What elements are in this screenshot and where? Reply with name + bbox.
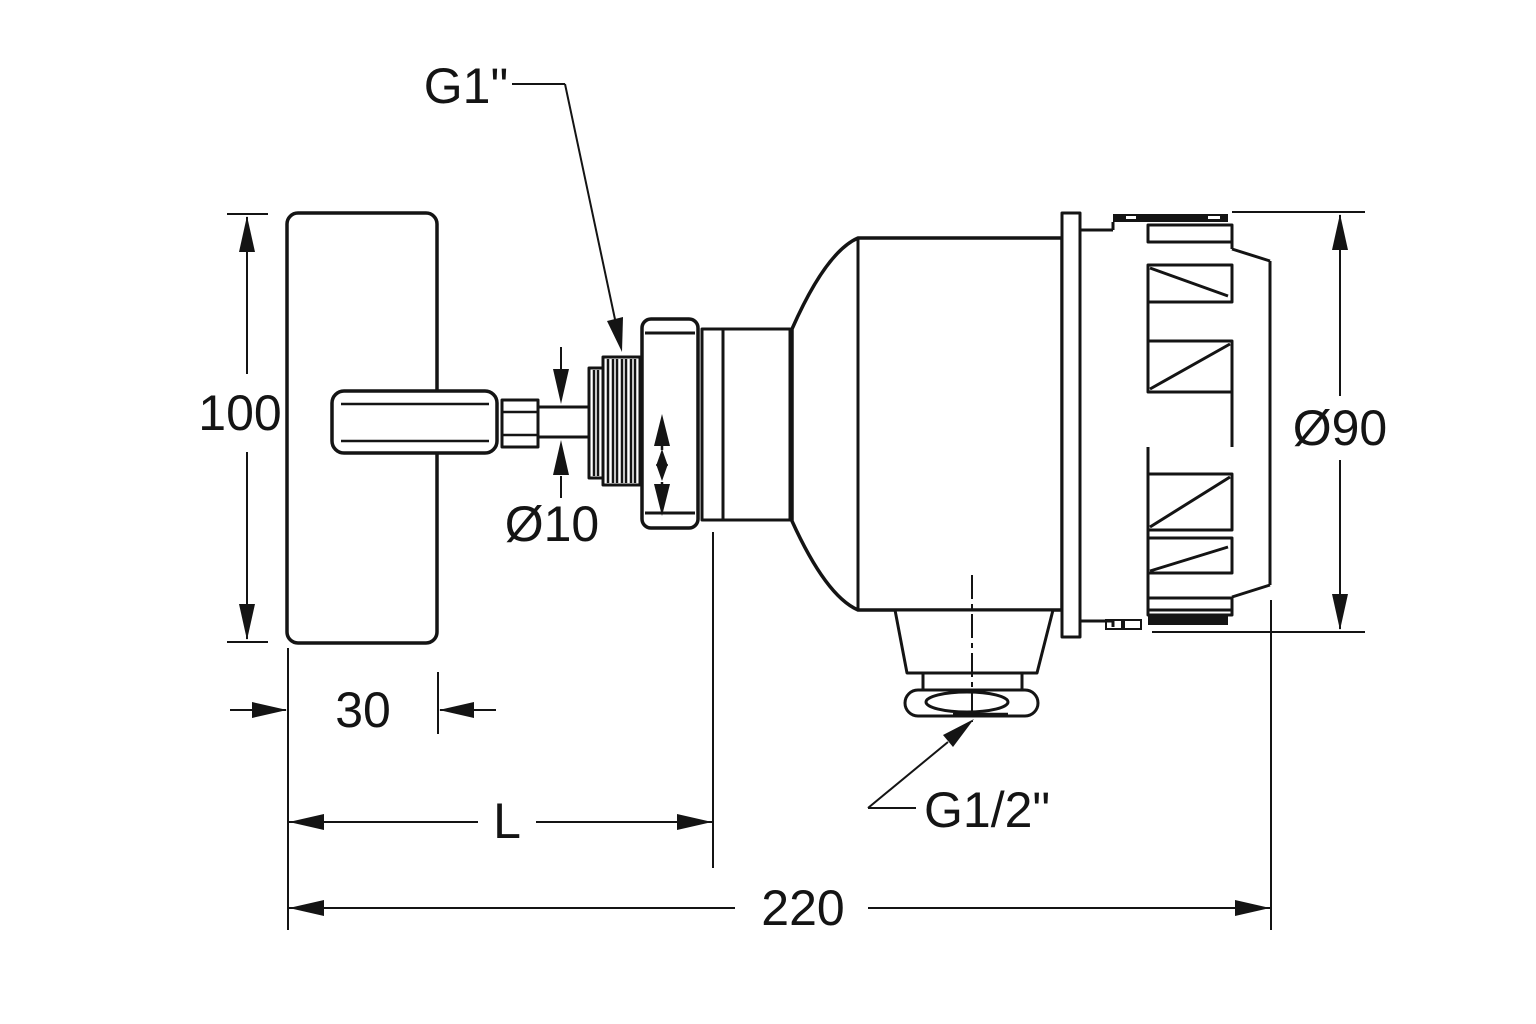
dim-label-thread-size: G1" (424, 58, 508, 114)
label-cable-gland: G1/2" (867, 719, 1050, 838)
dim-insertion-length: L (288, 532, 714, 868)
dim-label-cable-gland: G1/2" (924, 782, 1050, 838)
dim-plate-height: 100 (198, 213, 282, 643)
dim-label-rod-diameter: Ø10 (505, 496, 600, 552)
hex-nut (640, 317, 700, 530)
dim-label-plate-height: 100 (198, 385, 281, 441)
cap-thread-strip-top (1113, 214, 1228, 222)
cap-thread-strip-bottom (1105, 616, 1228, 630)
housing-flange-plate (1060, 211, 1082, 639)
dim-total-length: 220 (288, 600, 1272, 936)
cap-end-face (1230, 242, 1272, 599)
vibration-arrows-icon (654, 414, 670, 516)
dim-label-plate-width: 30 (335, 682, 391, 738)
housing-body (790, 236, 1064, 612)
dim-label-housing-diameter: Ø90 (1293, 400, 1388, 456)
dim-label-insertion-length: L (493, 793, 521, 849)
process-thread (587, 355, 642, 487)
dim-housing-diameter: Ø90 (1152, 211, 1388, 633)
cable-entry (893, 608, 1055, 718)
rod-hex-coupling (500, 398, 540, 449)
rod-shaft (536, 405, 591, 439)
cap-neck (1080, 222, 1115, 627)
dim-rod-diameter: Ø10 (505, 347, 600, 552)
label-thread-size: G1" (424, 58, 623, 352)
probe-rod (330, 389, 499, 455)
cap-ribs (1146, 223, 1234, 617)
dim-plate-width: 30 (230, 648, 496, 930)
dim-label-total-length: 220 (761, 880, 844, 936)
flange-collar (700, 327, 792, 522)
